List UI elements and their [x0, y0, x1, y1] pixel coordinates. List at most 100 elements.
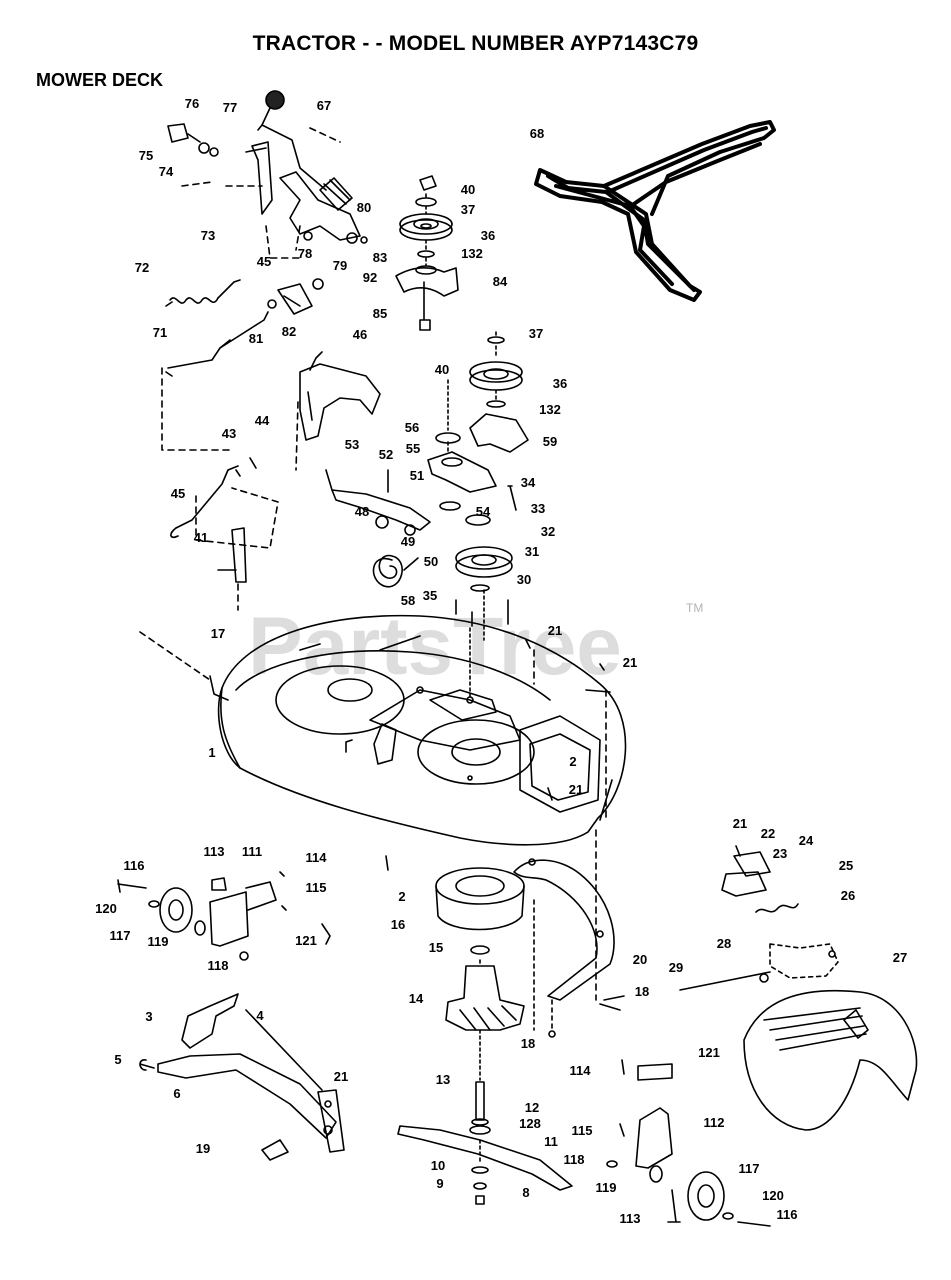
- part-callout-46: 46: [353, 327, 367, 342]
- part-callout-120: 120: [95, 901, 117, 916]
- part-callout-27: 27: [893, 950, 907, 965]
- part-callout-111: 111: [242, 844, 262, 859]
- part-callout-114: 114: [306, 850, 328, 865]
- part-callout-19: 19: [196, 1141, 210, 1156]
- part-callout-72: 72: [135, 260, 149, 275]
- gauge-wheel-left: [117, 871, 331, 961]
- part-callout-36: 36: [481, 228, 495, 243]
- part-callout-21: 21: [623, 655, 637, 670]
- part-callout-2: 2: [398, 889, 405, 904]
- part-callout-82: 82: [282, 324, 296, 339]
- part-callout-59: 59: [543, 434, 557, 449]
- part-callout-44: 44: [255, 413, 270, 428]
- part-callout-84: 84: [493, 274, 508, 289]
- part-callout-4: 4: [256, 1008, 264, 1023]
- part-callout-117: 117: [739, 1161, 760, 1176]
- part-callout-23: 23: [773, 846, 787, 861]
- idler-link: [325, 469, 431, 588]
- part-callout-33: 33: [531, 501, 545, 516]
- part-callout-113: 113: [620, 1211, 641, 1226]
- part-callout-35: 35: [423, 588, 437, 603]
- part-callout-36: 36: [553, 376, 567, 391]
- deck-hardware: [385, 639, 741, 1038]
- part-callout-26: 26: [841, 888, 855, 903]
- idler-pulley-lower: [469, 331, 529, 453]
- part-callout-5: 5: [114, 1052, 121, 1067]
- part-callout-31: 31: [525, 544, 539, 559]
- part-callout-121: 121: [698, 1045, 720, 1060]
- part-callout-85: 85: [373, 306, 387, 321]
- part-callout-119: 119: [148, 934, 169, 949]
- part-callout-56: 56: [405, 420, 419, 435]
- part-callout-21: 21: [569, 782, 583, 797]
- part-callout-54: 54: [476, 504, 491, 519]
- part-callout-41: 41: [194, 530, 208, 545]
- part-callout-6: 6: [173, 1086, 180, 1101]
- part-callout-118: 118: [564, 1152, 585, 1167]
- part-callout-80: 80: [357, 200, 371, 215]
- part-callout-10: 10: [431, 1158, 445, 1173]
- part-callout-25: 25: [839, 858, 853, 873]
- idler-pulley-upper: [395, 175, 459, 331]
- lift-spring-and-rod: [161, 278, 324, 451]
- page-title: TRACTOR - - MODEL NUMBER AYP7143C79: [252, 32, 699, 55]
- part-callout-45: 45: [171, 486, 185, 501]
- part-callout-37: 37: [461, 202, 475, 217]
- part-callout-24: 24: [799, 833, 814, 848]
- part-callout-121: 121: [295, 933, 317, 948]
- part-callout-77: 77: [223, 100, 237, 115]
- idler-arm: [427, 379, 517, 511]
- part-callout-2: 2: [569, 754, 576, 769]
- part-callout-92: 92: [363, 270, 377, 285]
- part-callout-118: 118: [208, 958, 229, 973]
- part-callout-43: 43: [222, 426, 236, 441]
- part-callout-113: 113: [204, 844, 225, 859]
- part-callout-119: 119: [596, 1180, 617, 1195]
- part-callout-17: 17: [211, 626, 225, 641]
- part-callout-30: 30: [517, 572, 531, 587]
- part-callout-58: 58: [401, 593, 415, 608]
- front-hanger-bracket: [139, 993, 345, 1161]
- part-callout-21: 21: [548, 623, 562, 638]
- part-callout-8: 8: [522, 1185, 529, 1200]
- part-callout-22: 22: [761, 826, 775, 841]
- watermark-text: PartsTree: [248, 601, 622, 692]
- part-callout-20: 20: [633, 952, 647, 967]
- mower-blade: [397, 1125, 573, 1205]
- part-callout-73: 73: [201, 228, 215, 243]
- section-title: MOWER DECK: [36, 70, 163, 90]
- part-callout-79: 79: [333, 258, 347, 273]
- part-callout-76: 76: [185, 96, 199, 111]
- part-callout-40: 40: [461, 182, 475, 197]
- part-callout-67: 67: [317, 98, 331, 113]
- part-callout-13: 13: [436, 1072, 450, 1087]
- part-callout-16: 16: [391, 917, 405, 932]
- part-callout-78: 78: [298, 246, 312, 261]
- part-callout-132: 132: [461, 246, 483, 261]
- part-callout-50: 50: [424, 554, 438, 569]
- part-callout-37: 37: [529, 326, 543, 341]
- belt-keeper: [513, 858, 615, 1001]
- part-callout-117: 117: [110, 928, 131, 943]
- lift-lever-assembly: [167, 90, 368, 259]
- part-callout-55: 55: [406, 441, 420, 456]
- watermark: PartsTree TM: [248, 601, 703, 692]
- discharge-chute: [679, 851, 918, 1131]
- lift-link-rear: [170, 457, 279, 611]
- part-callout-51: 51: [410, 468, 424, 483]
- part-callout-18: 18: [635, 984, 649, 999]
- drive-belt: [534, 120, 776, 302]
- part-callout-116: 116: [777, 1207, 798, 1222]
- part-callout-12: 12: [525, 1100, 539, 1115]
- part-callout-28: 28: [717, 936, 731, 951]
- part-callout-68: 68: [530, 126, 544, 141]
- part-callout-11: 11: [544, 1134, 558, 1149]
- part-callout-81: 81: [249, 331, 263, 346]
- spindle-assembly: [435, 867, 525, 1081]
- part-callout-53: 53: [345, 437, 359, 452]
- gauge-wheel-right: [606, 1059, 771, 1227]
- part-callout-48: 48: [355, 504, 369, 519]
- part-callout-32: 32: [541, 524, 555, 539]
